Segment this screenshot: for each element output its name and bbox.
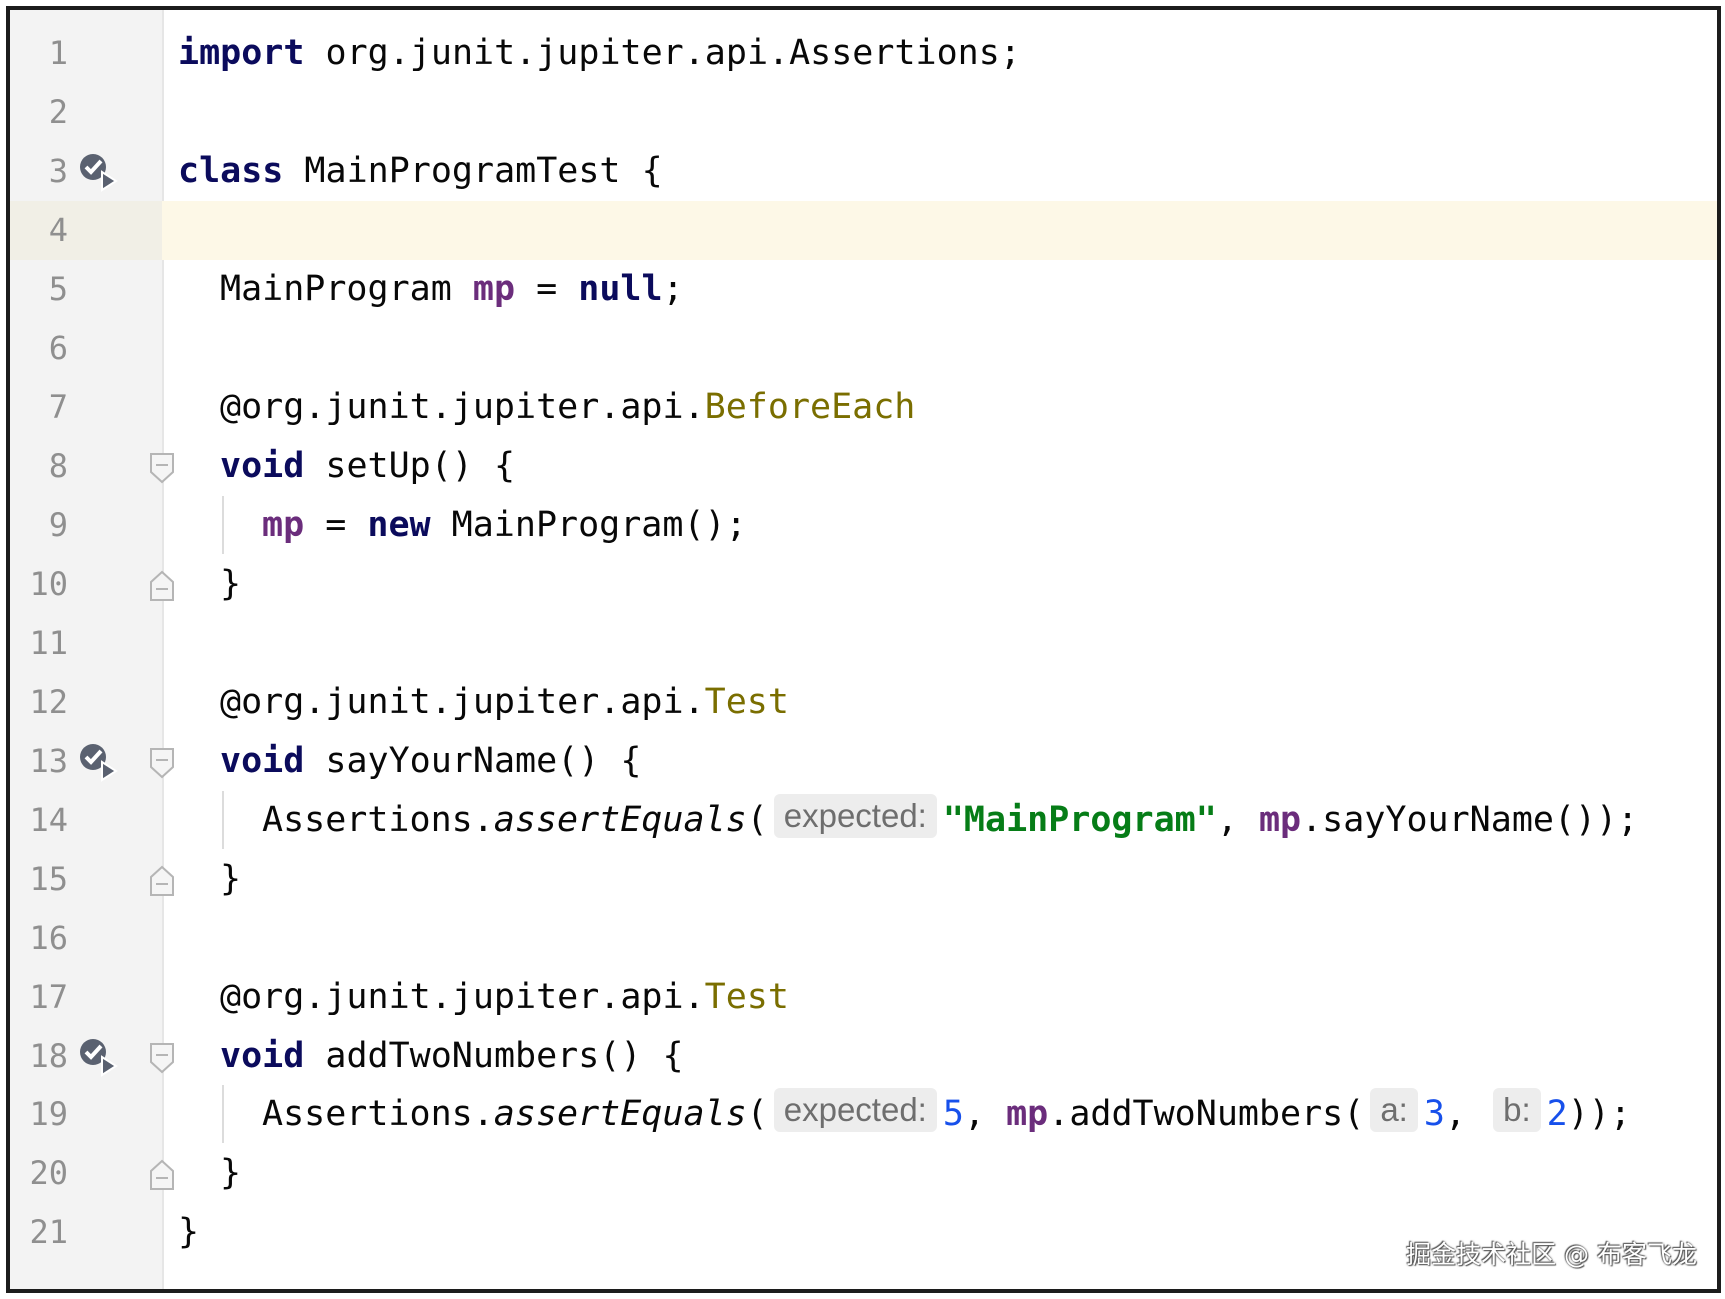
run-test-icon[interactable] — [76, 150, 122, 196]
parameter-hint: expected: — [773, 1088, 937, 1132]
fold-close-icon[interactable] — [148, 1159, 176, 1191]
line-number[interactable]: 7 — [48, 388, 68, 426]
line-number[interactable]: 20 — [29, 1154, 68, 1192]
code-editor-frame: 1 import org.junit.jupiter.api.Assertion… — [6, 6, 1721, 1293]
code-line-17[interactable]: 17 @org.junit.jupiter.api.Test — [10, 968, 1717, 1027]
line-number[interactable]: 6 — [48, 329, 68, 367]
code-text[interactable]: void setUp() { — [220, 446, 516, 486]
code-text[interactable]: @org.junit.jupiter.api.Test — [220, 977, 789, 1017]
indent-guide — [222, 1085, 224, 1143]
code-text[interactable]: class MainProgramTest { — [178, 151, 663, 191]
code-line-3[interactable]: 3 class MainProgramTest { — [10, 142, 1717, 201]
run-test-icon[interactable] — [76, 740, 122, 786]
line-number[interactable]: 8 — [48, 447, 68, 485]
code-text[interactable]: Assertions.assertEquals(expected:5, mp.a… — [262, 1085, 1631, 1144]
code-line-11[interactable]: 11 — [10, 614, 1717, 673]
code-text[interactable]: Assertions.assertEquals(expected:"MainPr… — [262, 791, 1638, 850]
code-line-7[interactable]: 7 @org.junit.jupiter.api.BeforeEach — [10, 378, 1717, 437]
code-text[interactable]: } — [220, 1153, 242, 1193]
line-number[interactable]: 21 — [29, 1213, 68, 1251]
code-line-16[interactable]: 16 — [10, 909, 1717, 968]
code-line-8[interactable]: 8 void setUp() { — [10, 437, 1717, 496]
fold-open-icon[interactable] — [148, 452, 176, 484]
line-number[interactable]: 4 — [48, 211, 68, 249]
code-text[interactable]: import org.junit.jupiter.api.Assertions; — [178, 33, 1021, 73]
code-line-14[interactable]: 14 Assertions.assertEquals(expected:"Mai… — [10, 791, 1717, 850]
code-line-5[interactable]: 5 MainProgram mp = null; — [10, 260, 1717, 319]
line-number[interactable]: 2 — [48, 93, 68, 131]
line-number[interactable]: 10 — [29, 565, 68, 603]
line-number[interactable]: 9 — [48, 506, 68, 544]
code-line-4-current[interactable]: 4 — [10, 201, 1717, 260]
gutter-separator — [162, 10, 164, 1289]
code-text[interactable]: mp = new MainProgram(); — [262, 505, 747, 545]
fold-open-icon[interactable] — [148, 747, 176, 779]
line-number[interactable]: 18 — [29, 1037, 68, 1075]
code-line-10[interactable]: 10 } — [10, 555, 1717, 614]
fold-close-icon[interactable] — [148, 570, 176, 602]
fold-open-icon[interactable] — [148, 1042, 176, 1074]
run-test-icon[interactable] — [76, 1035, 122, 1081]
code-line-9[interactable]: 9 mp = new MainProgram(); — [10, 496, 1717, 555]
line-number[interactable]: 17 — [29, 978, 68, 1016]
indent-guide — [222, 791, 224, 849]
code-text[interactable]: } — [220, 564, 242, 604]
line-number[interactable]: 1 — [48, 34, 68, 72]
parameter-hint: expected: — [773, 794, 937, 838]
indent-guide — [222, 496, 224, 554]
watermark: 掘金技术社区 @ 布客飞龙 — [1406, 1240, 1697, 1269]
code-text[interactable]: @org.junit.jupiter.api.BeforeEach — [220, 387, 916, 427]
line-number[interactable]: 5 — [48, 270, 68, 308]
line-number[interactable]: 15 — [29, 860, 68, 898]
code-line-15[interactable]: 15 } — [10, 850, 1717, 909]
code-line-18[interactable]: 18 void addTwoNumbers() { — [10, 1027, 1717, 1086]
line-number[interactable]: 12 — [29, 683, 68, 721]
code-line-1[interactable]: 1 import org.junit.jupiter.api.Assertion… — [10, 24, 1717, 83]
parameter-hint: a: — [1370, 1088, 1418, 1132]
line-number[interactable]: 13 — [29, 742, 68, 780]
line-number[interactable]: 3 — [48, 152, 68, 190]
line-number[interactable]: 11 — [29, 624, 68, 662]
line-number[interactable]: 16 — [29, 919, 68, 957]
code-line-20[interactable]: 20 } — [10, 1144, 1717, 1203]
code-line-13[interactable]: 13 void sayYourName() { — [10, 732, 1717, 791]
code-text[interactable]: } — [178, 1212, 200, 1252]
code-text[interactable]: @org.junit.jupiter.api.Test — [220, 682, 789, 722]
code-line-2[interactable]: 2 — [10, 83, 1717, 142]
parameter-hint: b: — [1493, 1088, 1541, 1132]
code-line-12[interactable]: 12 @org.junit.jupiter.api.Test — [10, 673, 1717, 732]
line-number[interactable]: 14 — [29, 801, 68, 839]
line-number[interactable]: 19 — [29, 1095, 68, 1133]
fold-close-icon[interactable] — [148, 865, 176, 897]
code-text[interactable]: void sayYourName() { — [220, 741, 642, 781]
code-text[interactable]: MainProgram mp = null; — [220, 269, 684, 309]
code-line-6[interactable]: 6 — [10, 319, 1717, 378]
code-line-21[interactable]: 21 } — [10, 1203, 1717, 1262]
code-text[interactable]: } — [220, 859, 242, 899]
code-line-19[interactable]: 19 Assertions.assertEquals(expected:5, m… — [10, 1085, 1717, 1144]
code-text[interactable]: void addTwoNumbers() { — [220, 1036, 684, 1076]
